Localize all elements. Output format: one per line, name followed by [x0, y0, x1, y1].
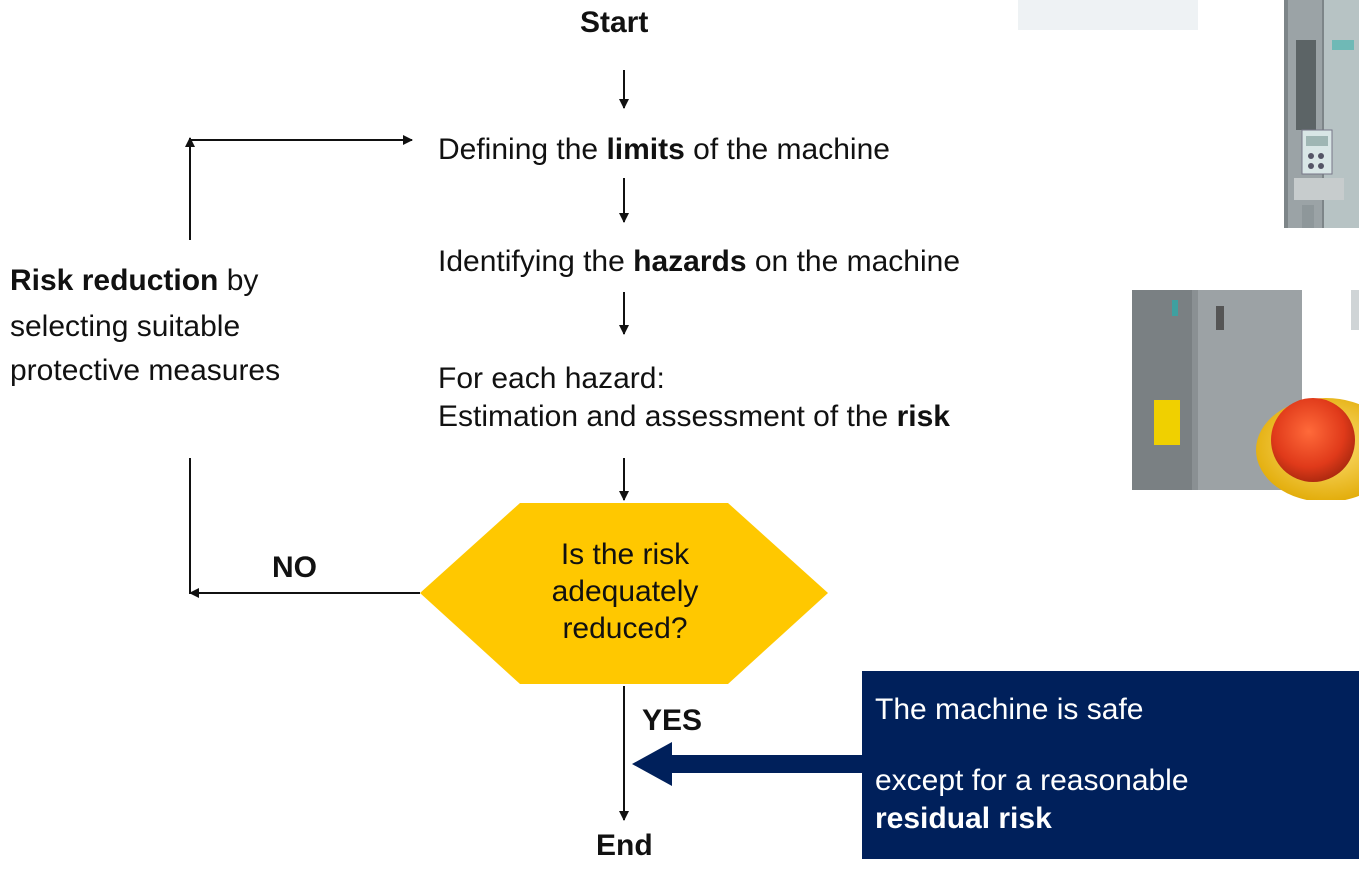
residual-risk-note: The machine is safe except for a reasona…	[862, 671, 1359, 859]
decision-line-1: Is the risk	[560, 538, 690, 571]
drive-controller-illustration	[1018, 0, 1359, 228]
step-define-limits: Defining the limits of the machine	[438, 133, 890, 166]
note-line-1: The machine is safe	[875, 693, 1144, 726]
start-label: Start	[580, 6, 649, 39]
yes-label: YES	[642, 704, 703, 737]
step-risk-line1: For each hazard:	[438, 362, 665, 395]
no-label: NO	[272, 551, 317, 584]
drive-controller-photo	[1018, 0, 1359, 228]
risk-reduction-line3: protective measures	[10, 354, 281, 387]
end-label: End	[596, 829, 653, 862]
note-line-3: residual risk	[875, 802, 1052, 835]
decision-label: Is the risk adequately reduced?	[470, 536, 780, 647]
safety-controller-illustration	[1132, 290, 1359, 500]
step-risk-assessment: Estimation and assessment of the risk	[438, 400, 950, 433]
note-line-2: except for a reasonable	[875, 764, 1189, 797]
note-arrow-head	[632, 742, 672, 786]
risk-reduction-line2: selecting suitable	[10, 310, 241, 343]
step-identify-hazards: Identifying the hazards on the machine	[438, 245, 961, 278]
decision-hexagon	[420, 503, 828, 684]
decision-line-3: reduced?	[562, 612, 688, 645]
decision-line-2: adequately	[551, 575, 699, 608]
note-arrow-shaft	[668, 755, 864, 773]
safety-controller-estop-photo	[1106, 290, 1359, 500]
risk-reduction-line1: Risk reduction by	[10, 264, 259, 297]
